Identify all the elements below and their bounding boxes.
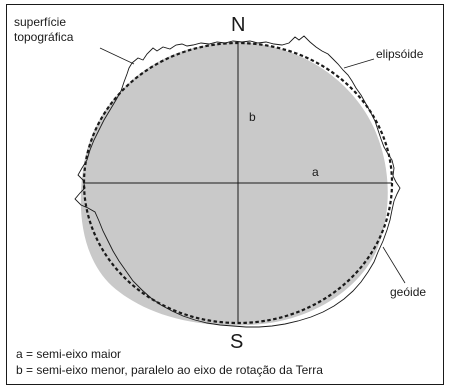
topographic-surface-line: [74, 35, 401, 328]
surface-leader-line: [99, 47, 135, 65]
north-pole-label: N: [231, 14, 245, 36]
ellipsoid-leader-line: [343, 58, 375, 69]
south-pole-label: S: [230, 331, 243, 353]
geoid-shape: [80, 42, 388, 326]
legend-b-definition: b = semi-eixo menor, paralelo ao eixo de…: [16, 363, 323, 377]
axis-a-label: a: [312, 165, 319, 179]
surface-label-line1: superfície: [14, 15, 66, 29]
surface-label-line2: topográfica: [14, 30, 74, 44]
geoid-label: geóide: [390, 285, 426, 299]
ellipsoid-label: elipsóide: [376, 47, 424, 61]
legend-a-definition: a = semi-eixo maior: [16, 347, 121, 361]
axis-b-label: b: [249, 110, 256, 124]
geoid-leader-line: [382, 246, 406, 284]
